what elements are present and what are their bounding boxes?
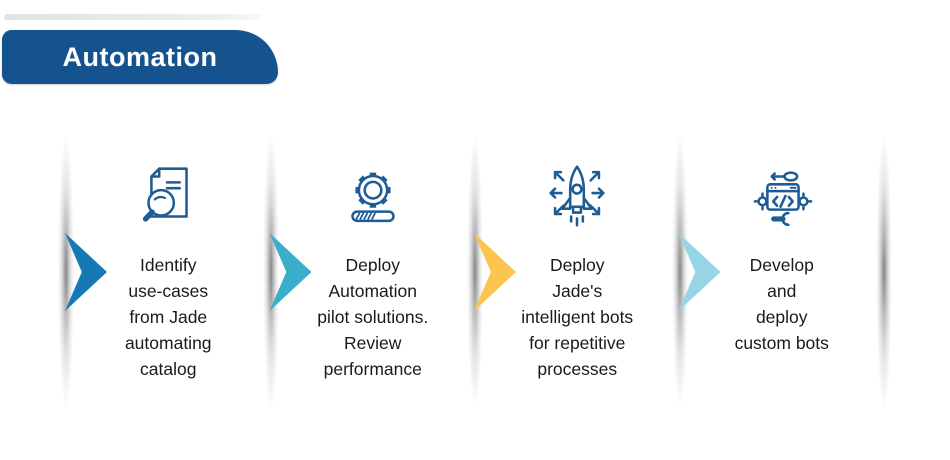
step-label-1: Identify use-cases from Jade automating … — [124, 255, 212, 379]
step-label-3: Deploy Jade's intelligent bots for repet… — [521, 255, 634, 379]
document-search-icon — [129, 157, 207, 235]
rocket-launch-icon — [538, 157, 616, 235]
page-title: Automation — [62, 41, 218, 72]
step-card-2: Deploy Automation pilot solutions. Revie… — [270, 133, 475, 410]
header-ribbon: Automation — [2, 30, 278, 84]
step-label-4: Develop and deploy custom bots — [734, 255, 829, 353]
steps-row: Identify use-cases from Jade automating … — [58, 133, 892, 410]
robot-builder-icon — [743, 157, 821, 235]
header-top-accent — [4, 14, 262, 20]
step-label-2: Deploy Automation pilot solutions. Revie… — [317, 255, 429, 379]
gear-progress-icon — [334, 157, 412, 235]
